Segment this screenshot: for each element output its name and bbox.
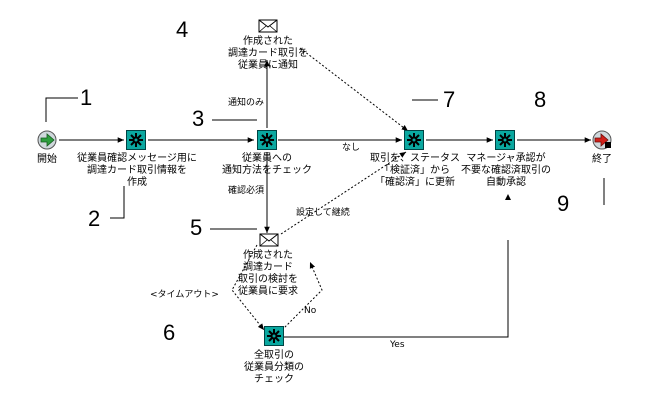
edge-label-set-continue: 設定して継続: [296, 208, 350, 218]
check-all-function-node[interactable]: [264, 326, 284, 346]
edge-label-yes: Yes: [390, 340, 405, 350]
edge-notify-update: [299, 47, 409, 132]
callout-number-3: 3: [192, 106, 205, 131]
envelope-icon: [258, 18, 278, 34]
end-label: 終了: [592, 154, 612, 165]
check-method-label: 従業員への 通知方法をチェック: [222, 153, 312, 176]
auto-approve-function-node[interactable]: [495, 130, 515, 150]
callout-number-1: 1: [80, 85, 93, 110]
update-status-function-node[interactable]: [404, 130, 424, 150]
edge-no: [281, 261, 323, 331]
callout-number-2: 2: [88, 206, 101, 231]
gear-function-icon: [495, 130, 515, 150]
request-review-notification-node[interactable]: [259, 232, 279, 248]
prep-function-node[interactable]: [126, 130, 146, 150]
gear-function-icon: [257, 130, 277, 150]
edge-label-notify-only: 通知のみ: [228, 98, 265, 108]
edge-set-continue: [280, 151, 407, 235]
callout-line-1: [45, 97, 78, 122]
gear-function-icon: [404, 130, 424, 150]
notify-label: 作成された 調達カード取引を 従業員に通知: [228, 36, 308, 71]
callout-number-5: 5: [190, 215, 203, 240]
check-method-function-node[interactable]: [257, 130, 277, 150]
callout-number-7: 7: [443, 87, 456, 112]
envelope-icon: [259, 232, 279, 248]
update-status-label: 取引を、ステータス 「検証済」から 「確認済」に更新: [370, 153, 460, 188]
end-node[interactable]: [592, 130, 612, 150]
gear-function-icon: [264, 326, 284, 346]
edge-label-timeout: <タイムアウト>: [150, 290, 219, 300]
start-label: 開始: [37, 154, 57, 165]
callout-number-4: 4: [176, 17, 189, 42]
notify-notification-node[interactable]: [258, 18, 278, 34]
callout-number-6: 6: [163, 320, 176, 345]
edge-yes: [283, 240, 509, 338]
callout-number-9: 9: [557, 191, 570, 216]
request-review-label: 作成された 調達カード 取引の検討を 従業員に要求: [238, 250, 298, 297]
edge-label-none: なし: [342, 143, 361, 153]
edge-label-confirm-required: 確認必須: [228, 186, 265, 196]
check-all-label: 全取引の 従業員分類の チェック: [244, 350, 304, 385]
callout-line-2: [110, 186, 125, 219]
start-arrow-icon: [37, 130, 57, 150]
auto-approve-label: マネージャ承認が 不要な確認済取引の 自動承認: [461, 153, 551, 188]
callout-number-8: 8: [534, 87, 547, 112]
end-stop-icon: [592, 130, 612, 150]
edge-timeout: [231, 244, 265, 331]
edge-label-no: No: [304, 306, 317, 316]
prep-label: 従業員確認メッセージ用に 調達カード取引情報を 作成: [77, 153, 197, 188]
start-node[interactable]: [37, 130, 57, 150]
gear-function-icon: [126, 130, 146, 150]
